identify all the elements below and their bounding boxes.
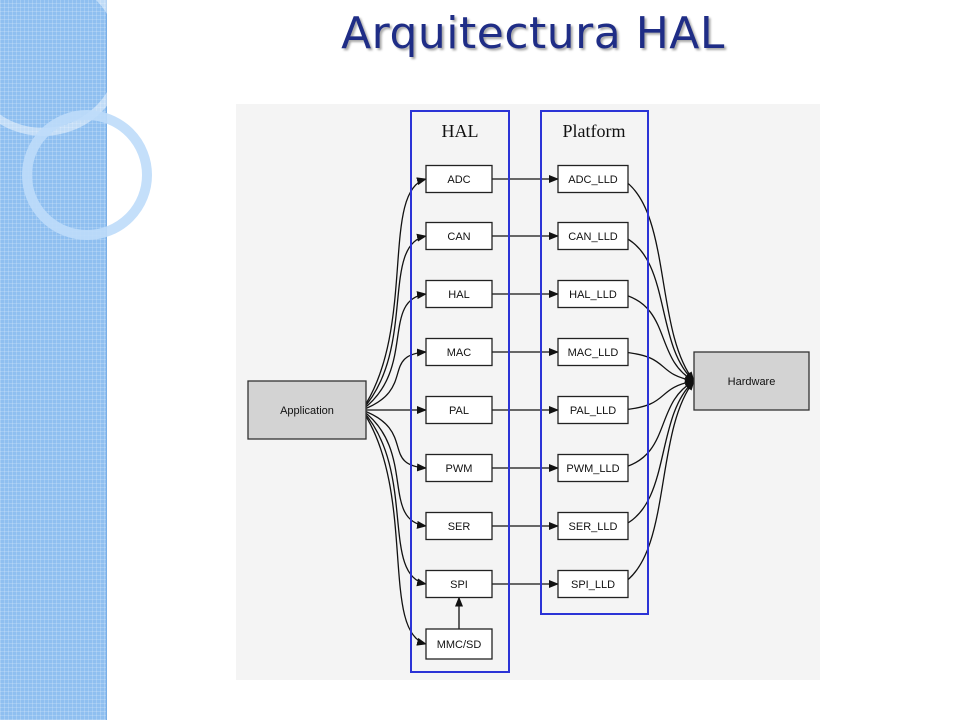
node-box <box>557 511 629 541</box>
node-pal-lld: PAL_LLD <box>557 395 629 425</box>
node-label: Hardware <box>728 376 776 388</box>
node-label: MAC <box>447 347 472 359</box>
node-label: SER <box>448 521 471 533</box>
platform-cluster <box>540 110 649 615</box>
node-label: SER_LLD <box>569 521 618 533</box>
node-box <box>425 221 493 251</box>
node-adc: ADC <box>425 164 493 194</box>
node-box <box>557 395 629 425</box>
node-label: CAN_LLD <box>568 231 618 243</box>
node-box <box>557 569 629 599</box>
node-pwm-lld: PWM_LLD <box>557 453 629 483</box>
node-label: PWM_LLD <box>566 463 619 475</box>
node-label: ADC <box>447 174 470 186</box>
edge-application-to-can <box>361 233 427 411</box>
node-box <box>425 279 493 309</box>
node-label: SPI_LLD <box>571 579 615 591</box>
edge-can-lld-to-hardware <box>621 235 695 382</box>
edge-spi-lld-to-hardware <box>621 380 695 585</box>
node-label: PWM <box>446 463 473 475</box>
edge-hal-lld-to-hardware <box>621 293 695 382</box>
node-box <box>247 380 367 440</box>
edge-application-to-mmc-sd <box>361 409 427 646</box>
node-box <box>425 628 493 660</box>
node-pwm: PWM <box>425 453 493 483</box>
edge-application-to-mac <box>361 348 427 411</box>
node-label: CAN <box>447 231 470 243</box>
node-box <box>425 511 493 541</box>
node-label: PAL <box>449 405 469 417</box>
left-decorative-band <box>0 0 152 720</box>
node-mac-lld: MAC_LLD <box>557 337 629 367</box>
hal-cluster-label: HAL <box>442 121 479 141</box>
node-hal: HAL <box>425 279 493 309</box>
edge-pwm-lld-to-hardware <box>621 380 695 469</box>
node-box <box>693 351 810 411</box>
node-label: MMC/SD <box>437 639 482 651</box>
edge-mac-lld-to-hardware <box>621 351 695 384</box>
node-box <box>425 395 493 425</box>
node-label: MAC_LLD <box>568 347 619 359</box>
decorative-ring <box>22 110 152 240</box>
node-mac: MAC <box>425 337 493 367</box>
node-label: PAL_LLD <box>570 405 616 417</box>
node-box <box>425 164 493 194</box>
node-ser: SER <box>425 511 493 541</box>
node-label: HAL <box>448 289 469 301</box>
node-box <box>425 569 493 599</box>
node-box <box>557 279 629 309</box>
node-can-lld: CAN_LLD <box>557 221 629 251</box>
node-application: Application <box>247 380 367 440</box>
node-label: HAL_LLD <box>569 289 617 301</box>
edge-application-to-hal <box>361 291 427 411</box>
node-box <box>425 453 493 483</box>
node-spi: SPI <box>425 569 493 599</box>
node-pal: PAL <box>425 395 493 425</box>
edge-application-to-ser <box>361 409 427 529</box>
edge-application-to-pwm <box>361 409 427 472</box>
node-adc-lld: ADC_LLD <box>557 164 629 194</box>
node-hal-lld: HAL_LLD <box>557 279 629 309</box>
edge-ser-lld-to-hardware <box>621 380 695 527</box>
slide-title: Arquitectura HAL <box>341 8 725 59</box>
node-box <box>425 337 493 367</box>
hal-cluster <box>410 110 510 673</box>
edge-adc-lld-to-hardware <box>621 178 695 382</box>
edge-application-to-spi <box>361 409 427 587</box>
edge-application-to-adc <box>361 177 427 411</box>
node-box <box>557 337 629 367</box>
node-box <box>557 164 629 194</box>
node-can: CAN <box>425 221 493 251</box>
node-label: Application <box>280 405 334 417</box>
node-spi-lld: SPI_LLD <box>557 569 629 599</box>
node-label: ADC_LLD <box>568 174 618 186</box>
edge-pal-lld-to-hardware <box>621 378 695 411</box>
node-mmc-sd: MMC/SD <box>425 628 493 660</box>
node-ser-lld: SER_LLD <box>557 511 629 541</box>
node-hardware: Hardware <box>693 351 810 411</box>
platform-cluster-label: Platform <box>563 121 626 141</box>
node-label: SPI <box>450 579 468 591</box>
node-box <box>557 453 629 483</box>
node-box <box>557 221 629 251</box>
